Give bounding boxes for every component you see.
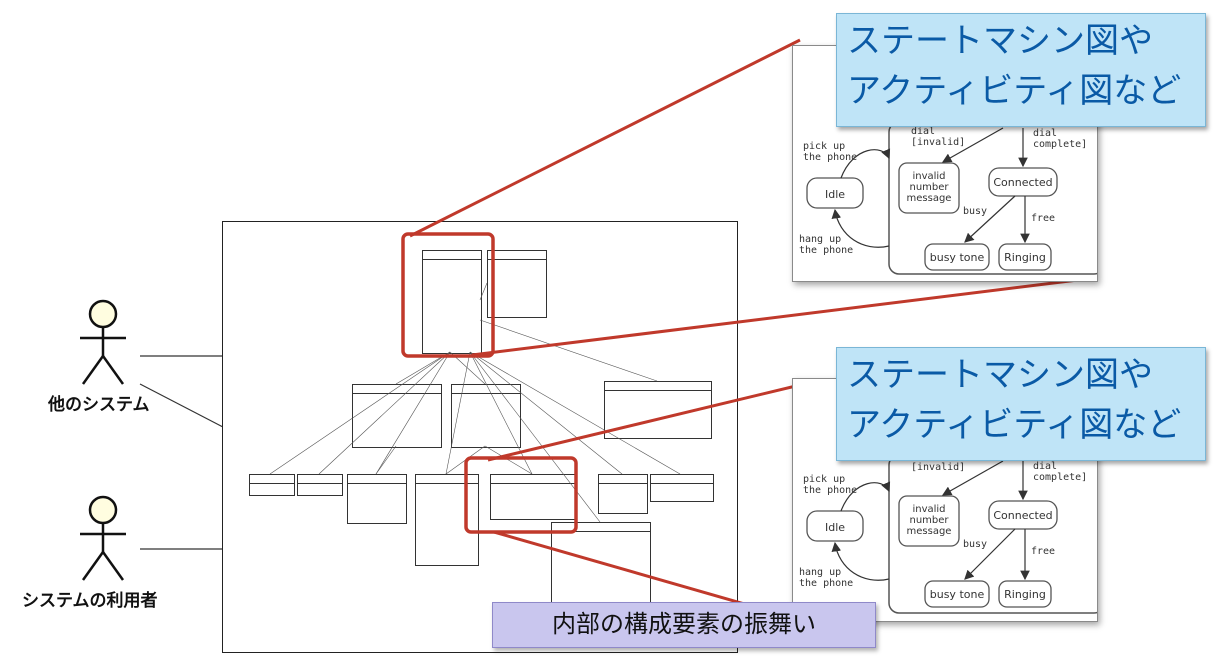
footer-label: 内部の構成要素の振舞い — [492, 602, 876, 648]
class-box-controller-a — [352, 384, 442, 448]
state-ringing-label: Ringing — [1004, 588, 1046, 601]
class-box-sensor — [347, 474, 407, 524]
label-free: free — [1031, 546, 1055, 557]
state-connected — [988, 167, 1058, 197]
callout-top-line1: ステートマシン図や — [847, 21, 1153, 61]
association-lines — [269, 282, 681, 523]
state-invalid-number — [898, 162, 960, 214]
class-box-line-sensor — [490, 474, 576, 520]
label-busy: busy — [963, 206, 987, 217]
state-connected — [988, 500, 1058, 530]
state-ringing — [998, 243, 1052, 271]
class-box-controller-b — [451, 384, 521, 448]
class-box-main — [422, 250, 482, 354]
actor-label-other-system: 他のシステム — [48, 395, 150, 415]
state-busy-tone — [924, 580, 990, 608]
class-box-display — [650, 474, 714, 502]
state-busy-tone-label: busy tone — [930, 251, 985, 264]
class-box-small-2 — [297, 474, 343, 496]
highlight-box-line-sensor — [464, 456, 578, 534]
actor-figure-system-user — [80, 495, 126, 581]
actor-figure-other-system — [80, 299, 126, 385]
state-idle — [806, 510, 864, 542]
state-busy-tone-label: busy tone — [930, 588, 985, 601]
state-ringing — [998, 580, 1052, 608]
state-idle — [806, 177, 864, 209]
class-box-clock — [598, 474, 648, 514]
state-busy-tone — [924, 243, 990, 271]
highlight-box-main — [401, 232, 495, 358]
class-box-small-1 — [249, 474, 295, 496]
callout-bottom-line1: ステートマシン図や — [847, 355, 1153, 395]
actor-label-system-user: システムの利用者 — [22, 591, 158, 611]
state-invalid-number — [898, 495, 960, 547]
callout-bottom: ステートマシン図や アクティビティ図など — [836, 347, 1206, 461]
label-free: free — [1031, 213, 1055, 224]
label-busy: busy — [963, 539, 987, 550]
callout-bottom-line2: アクティビティ図など — [847, 405, 1182, 445]
callout-top-line2: アクティビティ図など — [847, 71, 1182, 111]
state-connected-label: Connected — [993, 176, 1052, 189]
state-ringing-label: Ringing — [1004, 251, 1046, 264]
state-connected-label: Connected — [993, 509, 1052, 522]
state-idle-label: Idle — [825, 188, 845, 201]
class-box-motor — [415, 474, 479, 566]
class-box-parameters — [487, 250, 547, 318]
callout-top: ステートマシン図や アクティビティ図など — [836, 13, 1206, 127]
label-dial-invalid: dial[invalid] — [911, 126, 965, 148]
state-idle-label: Idle — [825, 521, 845, 534]
